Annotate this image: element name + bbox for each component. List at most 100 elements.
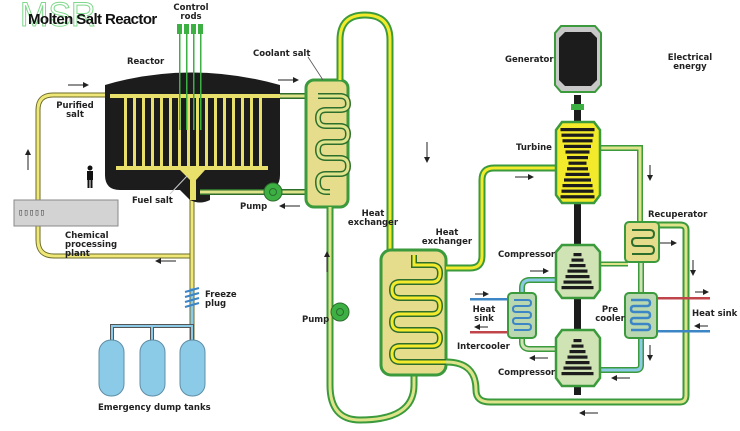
label-precooler-2: cooler [595, 314, 625, 324]
fuel-channel [214, 98, 217, 166]
fuel-channel [151, 98, 154, 166]
label-generator: Generator [505, 55, 554, 65]
label-heat-sink-right: Heat sink [692, 309, 738, 319]
control-rods [177, 24, 203, 130]
label-control-rods-1: Control [173, 3, 208, 13]
turbine-blade [561, 133, 594, 137]
reactor-vessel [105, 24, 285, 203]
compressor-blade [561, 286, 594, 290]
turbine-blade [561, 189, 594, 193]
fuel-channel [169, 98, 172, 166]
fuel-salt-pipes [200, 93, 318, 195]
label-heat-sink-left-1: Heat [473, 305, 496, 315]
label-electrical-energy-2: energy [673, 62, 707, 72]
fuel-channel [223, 98, 226, 166]
precooler [624, 292, 658, 339]
label-turbine: Turbine [516, 143, 552, 153]
heat-sink-lines [470, 297, 710, 334]
label-pump-secondary: Pump [302, 315, 329, 325]
turbine-blades [560, 128, 595, 199]
leader-fuel-salt [169, 174, 189, 195]
flow-arrows [25, 77, 709, 416]
label-chem-plant-3: plant [65, 249, 90, 259]
turbine [554, 120, 602, 205]
label-control-rods-2: rods [180, 12, 201, 22]
turbine-blade [560, 195, 595, 199]
compressor-bottom [554, 328, 602, 388]
freeze-plug [184, 287, 200, 308]
coupling [571, 104, 584, 110]
label-dump-tanks: Emergency dump tanks [98, 403, 211, 413]
compressor-blade [567, 355, 588, 359]
label-heat-exchanger-1b: exchanger [348, 218, 399, 228]
label-compressor-top: Compressor [498, 250, 556, 260]
secondary-pump [330, 302, 350, 322]
turbine-blade [567, 156, 588, 160]
compressor-blade [565, 361, 590, 365]
intercooler [507, 292, 537, 339]
label-intercooler: Intercooler [457, 342, 511, 352]
compressor-blade [561, 372, 594, 376]
compressor-blade [569, 264, 586, 268]
turbine-blade [565, 150, 590, 154]
compressor-top-blades [561, 253, 594, 290]
fuel-channel [205, 98, 208, 166]
compressor-bottom-blades [561, 339, 594, 376]
compressor-blade [565, 275, 590, 279]
fuel-channels [124, 98, 262, 166]
fuel-channel [241, 98, 244, 166]
primary-pump [263, 182, 283, 202]
label-coolant-salt: Coolant salt [253, 49, 310, 59]
dump-tank-manifold [110, 324, 194, 342]
leader-coolant-salt [307, 56, 324, 81]
fuel-channel [124, 98, 127, 166]
turbine-loop-pipes [445, 145, 690, 406]
purified-salt-pipe [35, 92, 195, 365]
fuel-channel [187, 98, 190, 166]
label-recuperator: Recuperator [648, 210, 708, 220]
person-scale-icon [87, 165, 93, 188]
label-heat-exchanger-2b: exchanger [422, 237, 473, 247]
label-heat-exchanger-1a: Heat [362, 209, 385, 219]
watermark: MSR [20, 0, 96, 34]
dump-tank [139, 339, 166, 397]
compressor-blade [563, 366, 592, 370]
compressor-blade [571, 344, 584, 348]
turbine-blade [568, 161, 587, 165]
label-chem-plant-1: Chemical [65, 231, 109, 241]
heat-exchanger-1 [304, 78, 352, 209]
label-chem-plant-2: processing [65, 240, 117, 250]
fuel-channel [196, 98, 199, 166]
compressor-blade [563, 280, 592, 284]
compressor-top [554, 243, 602, 300]
plant-display: ▯▯▯▯▯ [18, 208, 45, 218]
recuperator [624, 221, 660, 263]
dump-tank [98, 339, 125, 397]
fuel-channel [142, 98, 145, 166]
label-pump-primary: Pump [240, 202, 267, 212]
label-heat-sink-left-2: sink [474, 314, 494, 324]
label-heat-exchanger-2a: Heat [436, 228, 459, 238]
label-compressor-bottom: Compressor [498, 368, 556, 378]
fuel-channel [160, 98, 163, 166]
label-freeze-plug-1: Freeze [205, 290, 237, 300]
emergency-dump-tanks [98, 339, 206, 397]
fuel-channel [133, 98, 136, 166]
turbine-blade [564, 178, 591, 182]
turbine-blade [562, 139, 593, 143]
label-precooler-1: Pre [602, 305, 618, 315]
turbine-blade [564, 144, 591, 148]
dump-tank [179, 339, 206, 397]
turbine-blade [565, 172, 590, 176]
turbine-blade [562, 184, 593, 188]
fuel-channel [232, 98, 235, 166]
heat-exchanger-2 [379, 248, 448, 377]
compressor-blade [571, 258, 584, 262]
fuel-channel [250, 98, 253, 166]
compressor-blade [573, 339, 582, 343]
fuel-channel [259, 98, 262, 166]
coolant-salt-loop [326, 11, 418, 424]
compressor-blade [569, 350, 586, 354]
turbine-blade [567, 167, 588, 171]
